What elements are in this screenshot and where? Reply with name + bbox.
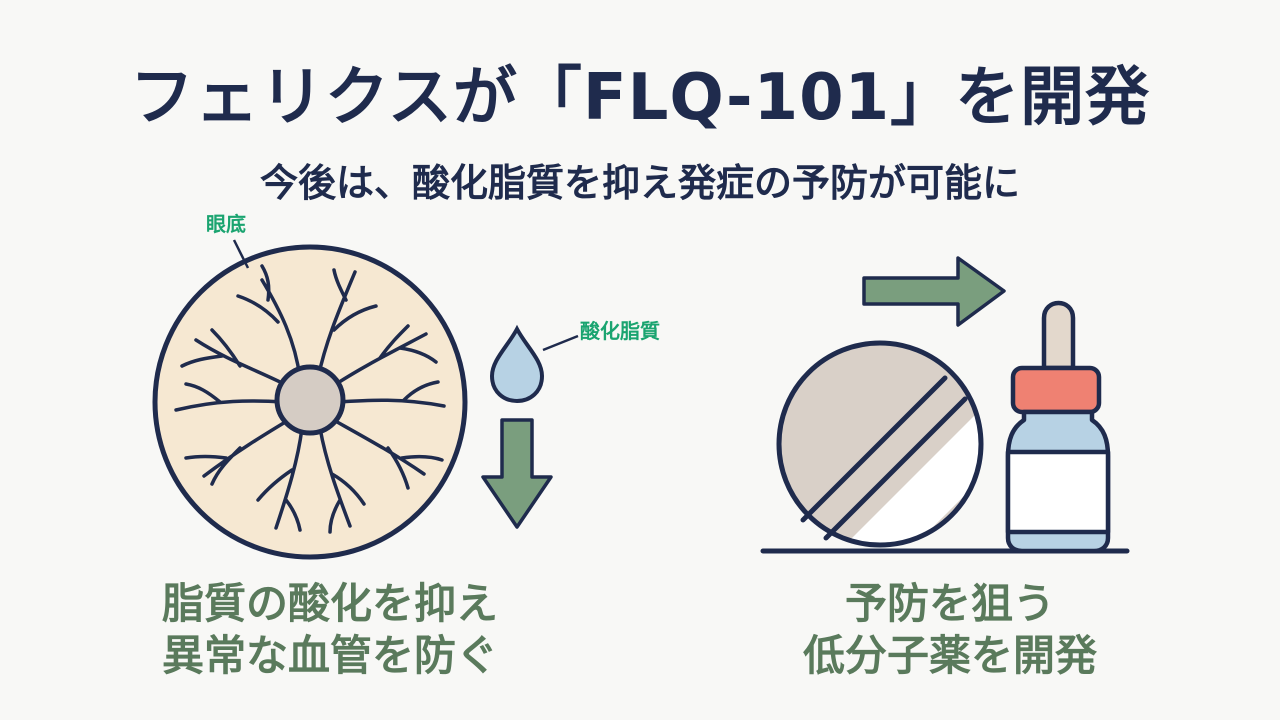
lipid-drop-icon bbox=[489, 324, 545, 404]
page-title: フェリクスが「FLQ-101」を開発 bbox=[129, 61, 1151, 135]
lipid-leader-line bbox=[542, 334, 579, 352]
arrow-down-icon bbox=[481, 418, 553, 529]
right-caption-line-2: 低分子薬を開発 bbox=[802, 631, 1097, 680]
left-caption: 脂質の酸化を抑え 異常な血管を防ぐ bbox=[110, 578, 550, 682]
oxidized-lipid-label: 酸化脂質 bbox=[580, 319, 660, 343]
arrow-right-icon bbox=[862, 256, 1006, 327]
left-caption-line-1: 脂質の酸化を抑え bbox=[161, 579, 498, 628]
fundus-leader-line bbox=[232, 239, 250, 269]
fundus-label: 眼底 bbox=[206, 212, 246, 236]
page-subtitle: 今後は、酸化脂質を抑え発症の予防が可能に bbox=[259, 161, 1020, 205]
eyedrop-bottle-icon bbox=[1005, 300, 1111, 554]
pill-icon bbox=[776, 340, 984, 548]
right-caption-line-1: 予防を狙う bbox=[844, 579, 1055, 628]
left-caption-line-2: 異常な血管を防ぐ bbox=[161, 631, 498, 680]
fundus-icon bbox=[152, 244, 468, 560]
right-caption: 予防を狙う 低分子薬を開発 bbox=[760, 578, 1140, 682]
